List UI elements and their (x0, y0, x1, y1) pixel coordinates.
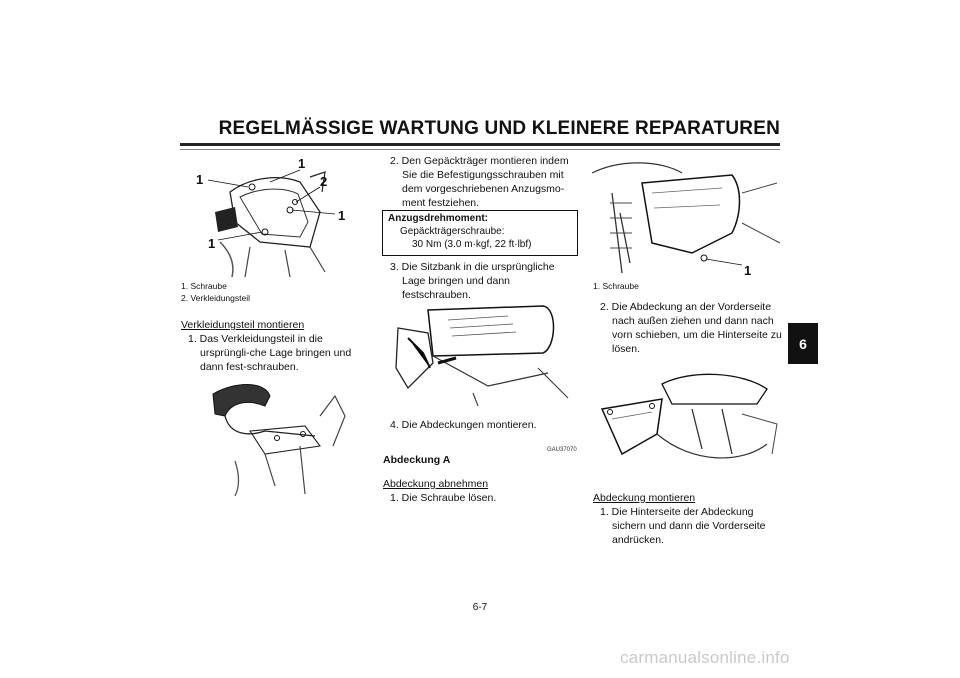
header-rule-thin (180, 149, 780, 150)
section-title: Verkleidungsteil montieren (181, 319, 305, 331)
watermark: carmanualsonline.info (620, 648, 790, 667)
instruction-step: 1. Das Verkleidungsteil in die ursprüngl… (188, 333, 352, 373)
instruction-step: 2. Den Gepäckträger montieren indem Sie … (390, 155, 569, 209)
column-2-step-3: 3. Die Sitzbank in die ursprüngliche Lag… (383, 260, 578, 302)
fig1-callout: 1 (298, 156, 305, 171)
torque-item: Gepäckträgerschraube: (400, 226, 505, 237)
instruction-step: 3. Die Sitzbank in die ursprüngliche Lag… (390, 261, 555, 301)
column-3-step-2: 2. Die Abdeckung an der Vorderseite nach… (593, 300, 788, 356)
instruction-step: 1. Die Schraube lösen. (390, 492, 497, 504)
instruction-step: 2. Die Abdeckung an der Vorderseite nach… (600, 301, 782, 355)
page-title: REGELMÄSSIGE WARTUNG UND KLEINERE REPARA… (218, 118, 780, 139)
column-1-text: Verkleidungsteil montieren 1. Das Verkle… (181, 318, 371, 374)
torque-title: Anzugsdrehmoment: (388, 213, 488, 224)
torque-value: 30 Nm (3.0 m·kgf, 22 ft·lbf) (412, 239, 532, 250)
instruction-step: 1. Die Hinterseite der Abdeckung sichern… (600, 506, 766, 546)
instruction-step: 4. Die Abdeckungen montieren. (390, 419, 537, 431)
chapter-tab: 6 (788, 323, 818, 364)
figure-cover-removal (600, 373, 778, 459)
header-rule (180, 143, 780, 146)
section-heading: Abdeckung A (383, 454, 451, 466)
fig1-callout: 1 (338, 208, 345, 223)
figure-rack (212, 384, 346, 497)
fig1-callout: 2 (320, 174, 327, 189)
page-number: 6-7 (472, 602, 488, 613)
section-title: Abdeckung abnehmen (383, 478, 489, 490)
column-2-removal: Abdeckung abnehmen 1. Die Schraube lösen… (383, 477, 578, 505)
figure-seat (395, 305, 569, 406)
legend-item: 1. Schraube (181, 281, 227, 291)
section-title: Abdeckung montieren (593, 492, 696, 504)
figure-rear-cowling: 1 1 2 1 1 (196, 156, 345, 278)
fig1-callout: 1 (196, 172, 203, 187)
torque-spec-box: Anzugsdrehmoment: Gepäckträgerschraube: … (382, 210, 578, 256)
legend-item: 2. Verkleidungsteil (181, 293, 250, 303)
fig4-callout: 1 (744, 263, 751, 278)
fig1-callout: 1 (208, 236, 215, 251)
figure-side-cover: 1 (592, 162, 781, 278)
column-2-step-4: 4. Die Abdeckungen montieren. (383, 418, 578, 432)
figure-legend: 1. Schraube 2. Verkleidungsteil (181, 280, 371, 304)
column-2-step-2: 2. Den Gepäckträger montieren indem Sie … (383, 154, 578, 210)
figure-legend-2: 1. Schraube (593, 281, 639, 291)
column-3-install: Abdeckung montieren 1. Die Hinterseite d… (593, 491, 788, 547)
reference-code: GAU37070 (547, 447, 577, 453)
